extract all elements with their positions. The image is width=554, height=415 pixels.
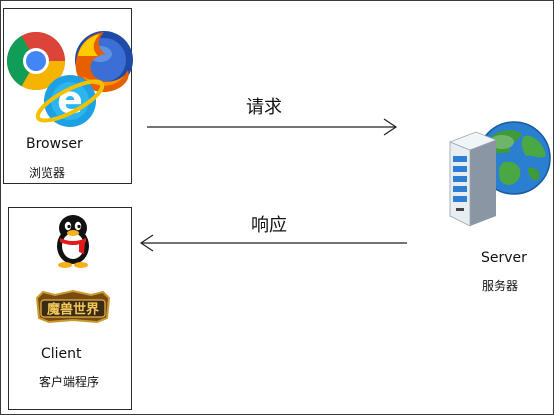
browser-icons: e [7,31,133,127]
qq-penguin-icon [57,215,89,268]
world-of-warcraft-logo: 魔兽世界 [35,289,111,324]
browser-subtitle: 浏览器 [29,166,66,180]
server-title: Server [481,250,527,266]
chrome-icon [7,32,65,90]
response-label: 响应 [251,215,287,236]
server-icons [448,121,551,227]
firefox-icon [75,31,133,92]
server-tower-icon [448,131,498,227]
client-icons: 魔兽世界 [35,215,111,324]
browser-box: e Browser 浏览器 [3,8,133,184]
client-subtitle: 客户端程序 [39,375,100,389]
browser-title: Browser [26,136,83,152]
server-subtitle: 服务器 [482,279,519,293]
client-box: 魔兽世界 Client 客户端程序 [8,207,132,410]
wow-logo-text: 魔兽世界 [47,302,99,318]
request-label: 请求 [246,97,282,118]
response-arrow [139,234,407,252]
client-title: Client [41,346,82,362]
request-arrow [147,118,398,136]
internet-explorer-icon: e [35,75,105,127]
